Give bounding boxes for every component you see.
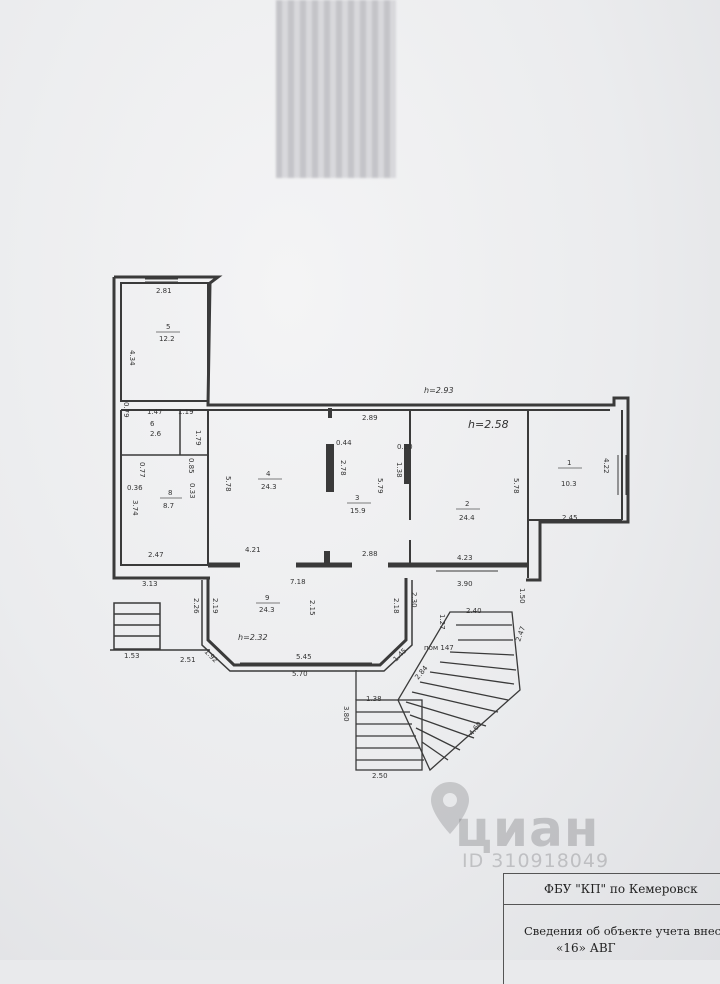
dimension: 7.18 bbox=[290, 578, 306, 586]
dimension: 2.19 bbox=[211, 598, 219, 614]
dimension: 1.79 bbox=[194, 430, 202, 446]
dimension: 0.33 bbox=[188, 483, 196, 499]
room-labels: 5 12.2 6 2.6 8 8.7 4 24.3 3 15.9 2 24.4 … bbox=[150, 323, 582, 614]
dimension-labels: 2.81 4.34 1.47 1.19 1.79 0.77 0.85 0.36 … bbox=[122, 287, 610, 780]
height-labels: h=2.58 h=2.32 h=2.93 bbox=[238, 386, 509, 642]
dimension: 3.90 bbox=[457, 580, 473, 588]
stairs-right bbox=[355, 611, 521, 772]
room-number-9: 9 bbox=[265, 594, 269, 602]
dimension: 1.50 bbox=[518, 588, 526, 604]
dimension: 5.79 bbox=[376, 478, 384, 494]
dimension: 0.85 bbox=[187, 458, 195, 474]
dimension: 3.13 bbox=[142, 580, 158, 588]
dimension: 2.47 bbox=[148, 551, 164, 559]
room-number-4: 4 bbox=[266, 470, 271, 478]
dimension: 1.47 bbox=[147, 408, 163, 416]
room-number-8: 8 bbox=[168, 489, 172, 497]
dimension: 5.70 bbox=[292, 670, 308, 678]
dimension: 4.60 bbox=[467, 720, 483, 737]
dimension: 2.84 bbox=[413, 664, 429, 682]
room-number-6: 6 bbox=[150, 420, 155, 428]
dimension: 2.88 bbox=[362, 550, 378, 558]
dimension: 2.89 bbox=[362, 414, 378, 422]
floor-plan: 5 12.2 6 2.6 8 8.7 4 24.3 3 15.9 2 24.4 … bbox=[110, 275, 630, 780]
stamp-info-text: Сведения об объекте учета внес bbox=[524, 924, 720, 938]
dimension: 2.26 bbox=[192, 598, 200, 614]
room-area-6: 2.6 bbox=[150, 430, 162, 438]
dimension: 0.36 bbox=[127, 484, 143, 492]
dimension: 2.78 bbox=[339, 460, 347, 476]
dimension: 0.79 bbox=[122, 402, 130, 418]
room-area-9: 24.3 bbox=[259, 606, 275, 614]
room-area-2: 24.4 bbox=[459, 514, 475, 522]
dimension: 2.81 bbox=[156, 287, 172, 295]
dimension: 5.78 bbox=[512, 478, 520, 494]
watermark-id: ID 310918049 bbox=[462, 850, 610, 872]
dimension: 2.15 bbox=[308, 600, 316, 616]
watermark-brand: циан bbox=[455, 800, 600, 858]
dimension: 2.51 bbox=[180, 656, 196, 664]
dimension: 4.34 bbox=[128, 350, 136, 366]
room-area-5: 12.2 bbox=[159, 335, 175, 343]
dimension: 2.40 bbox=[466, 607, 482, 615]
stamp-date: «16» АВГ bbox=[556, 941, 616, 955]
height-label-main: h=2.58 bbox=[468, 418, 509, 431]
room-number-2: 2 bbox=[465, 500, 469, 508]
dimension: 1.38 bbox=[366, 695, 382, 703]
dimension: 2.45 bbox=[562, 514, 578, 522]
redacted-blur-area bbox=[276, 0, 396, 178]
room-area-8: 8.7 bbox=[163, 502, 174, 510]
location-pin-icon bbox=[431, 782, 469, 834]
dimension: 1.19 bbox=[178, 408, 194, 416]
height-label-corridor: h=2.93 bbox=[424, 386, 454, 395]
dimension: 3.74 bbox=[131, 500, 139, 516]
dimension: 4.22 bbox=[602, 458, 610, 474]
dimension: 3.80 bbox=[342, 706, 350, 722]
stamp-divider bbox=[504, 904, 720, 905]
room-area-4: 24.3 bbox=[261, 483, 277, 491]
dimension: 0.44 bbox=[336, 439, 352, 447]
stamp-organization: ФБУ "КП" по Кемеровск bbox=[544, 882, 698, 896]
dimension: 2.50 bbox=[372, 772, 388, 780]
dimension: 2.47 bbox=[514, 625, 527, 642]
room-number-5: 5 bbox=[166, 323, 170, 331]
pass-label: пом 147 bbox=[424, 644, 454, 652]
height-label-bay: h=2.32 bbox=[238, 633, 268, 642]
dimension: 5.78 bbox=[224, 476, 232, 492]
dimension: 1.53 bbox=[124, 652, 140, 660]
room-area-1: 10.3 bbox=[561, 480, 577, 488]
dimension: 4.23 bbox=[457, 554, 473, 562]
room-area-3: 15.9 bbox=[350, 507, 366, 515]
plan-walls bbox=[112, 275, 630, 672]
dimension: 0.20 bbox=[397, 443, 413, 451]
room-number-1: 1 bbox=[567, 459, 571, 467]
dimension: 1.27 bbox=[438, 614, 446, 630]
dimension: 5.45 bbox=[296, 653, 312, 661]
dimension: 2.30 bbox=[410, 592, 418, 608]
registry-stamp: ФБУ "КП" по Кемеровск Сведения об объект… bbox=[503, 873, 720, 984]
dimension: 0.77 bbox=[138, 462, 146, 478]
stairs-left bbox=[110, 602, 210, 651]
dimension: 2.18 bbox=[392, 598, 400, 614]
dimension: 4.21 bbox=[245, 546, 261, 554]
dimension: 1.38 bbox=[395, 462, 403, 478]
room-number-3: 3 bbox=[355, 494, 359, 502]
